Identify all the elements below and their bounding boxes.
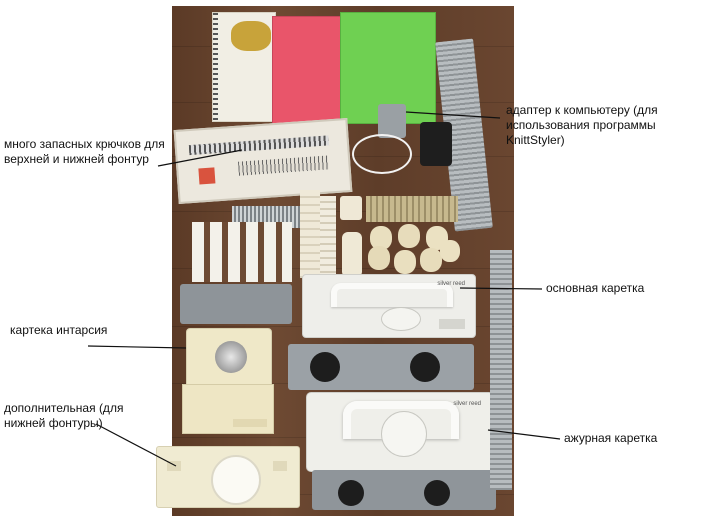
- label-additional: дополнительная (для нижней фонтуры): [4, 401, 124, 430]
- lace-carriage-track: [312, 470, 496, 510]
- main-carriage: silver reed: [302, 274, 476, 338]
- carriage-underside: [288, 344, 474, 390]
- power-supply: [420, 122, 452, 166]
- computer-adapter: [378, 104, 406, 138]
- lace-carriage: silver reed: [306, 392, 494, 472]
- sinker-plate: [180, 284, 292, 324]
- label-lace: ажурная каретка: [564, 431, 658, 445]
- intarsia-base: [182, 384, 274, 434]
- tension-spools: [366, 196, 458, 222]
- manual-white: [212, 12, 276, 122]
- label-hooks: много запасных крючков для верхней и ниж…: [4, 137, 165, 166]
- label-adapter: адаптер к компьютеру (для использования …: [506, 103, 658, 147]
- knob-5: [394, 250, 416, 274]
- avito-watermark: Avito: [616, 478, 706, 506]
- knob-2: [398, 224, 420, 248]
- additional-carriage: [156, 446, 300, 508]
- small-block: [340, 196, 362, 220]
- avito-watermark-text: Avito: [646, 478, 706, 505]
- tool-ruler: [300, 190, 320, 278]
- tool-weights: [192, 222, 292, 282]
- intarsia-carriage: [186, 328, 272, 390]
- knob-1: [370, 226, 392, 250]
- bottle: [342, 232, 362, 276]
- cable: [352, 134, 412, 174]
- avito-dots-icon: [616, 479, 643, 505]
- tool-ruler-2: [320, 196, 336, 278]
- label-intarsia: картека интарсия: [10, 323, 108, 337]
- knob-7: [440, 240, 460, 262]
- right-rail: [490, 250, 512, 490]
- label-main-carriage: основная каретка: [546, 281, 645, 295]
- knob-6: [420, 248, 442, 272]
- knob-4: [368, 246, 390, 270]
